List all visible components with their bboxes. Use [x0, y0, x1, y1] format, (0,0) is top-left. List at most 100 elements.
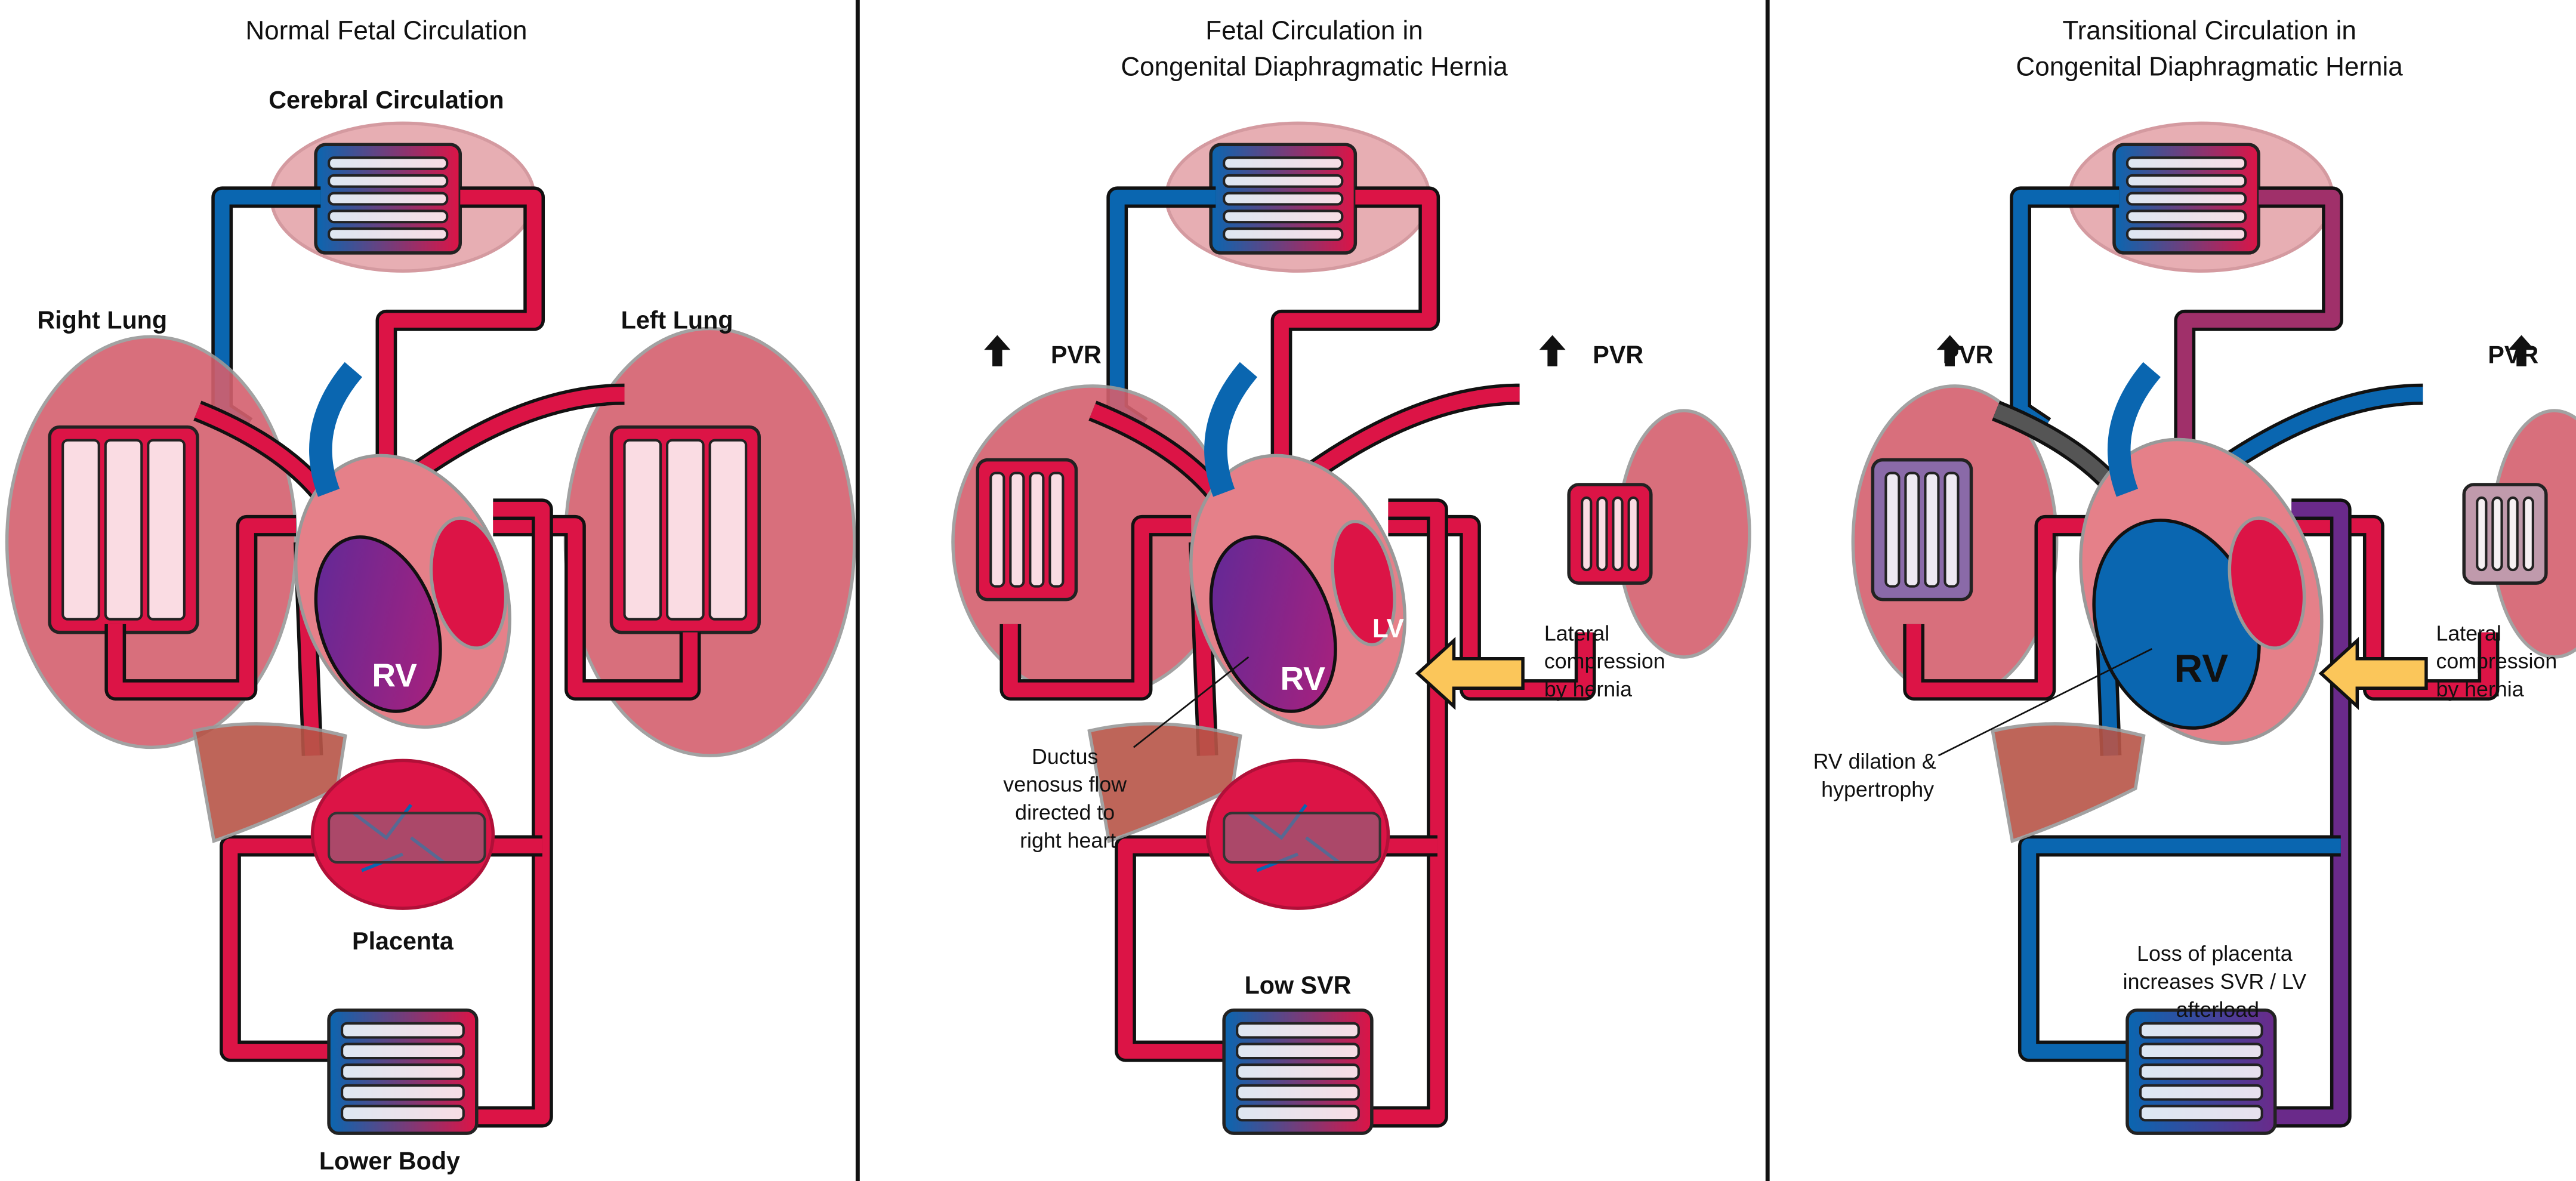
- capillary-loop: [2476, 496, 2488, 572]
- descending-aorta: [468, 501, 550, 1125]
- capillary-loop: [61, 439, 100, 621]
- capillary-loop: [2125, 192, 2247, 206]
- pulmonary-vein-right: [1002, 518, 1192, 698]
- capillary-loop: [1223, 174, 1344, 188]
- capillary-loop: [328, 227, 449, 241]
- capillary-loop: [328, 174, 449, 188]
- right-pulmonary-artery: [195, 403, 326, 498]
- right-ventricle: [314, 535, 442, 713]
- compression-note: Lateral compression by hernia: [2436, 621, 2563, 701]
- left-pulmonary-artery: [406, 387, 625, 483]
- capillary-loop: [1223, 192, 1344, 206]
- capillary-loop: [2491, 496, 2503, 572]
- capillary-loop: [2125, 174, 2247, 188]
- capillary-loop: [1924, 471, 1940, 588]
- placenta-loss-note: Loss of placenta increases SVR / LV afte…: [2123, 942, 2312, 1022]
- right-ventricle: [1209, 535, 1337, 713]
- capillary-loop: [328, 156, 449, 171]
- capillary-loop: [104, 439, 143, 621]
- capillary-loop: [623, 439, 662, 621]
- carotid-vessel: [2177, 189, 2340, 460]
- capillary-loop: [2507, 496, 2519, 572]
- capillary-loop: [328, 192, 449, 206]
- up-arrow-icon: [1539, 335, 1566, 366]
- panel-transitional-cdh: Transitional Circulation in Congenital D…: [1813, 16, 2563, 1022]
- capillary-loop: [1596, 496, 1608, 572]
- diagram-shapes: [5, 121, 2576, 1135]
- panel-title-line1: Transitional Circulation in: [2062, 16, 2356, 45]
- capillary-loop: [147, 439, 186, 621]
- descending-aorta: [2266, 501, 2349, 1125]
- capillary-loop: [1048, 471, 1065, 588]
- capillary-loop: [2522, 496, 2534, 572]
- left-pulmonary-artery: [1301, 387, 1520, 483]
- lower-body-return: [2021, 838, 2341, 1059]
- up-arrow-icon: [1936, 335, 1963, 366]
- svc-entry: [2108, 362, 2161, 497]
- compression-arrow-icon: [2318, 637, 2428, 710]
- low-svr-label: Low SVR: [1245, 972, 1352, 999]
- pulmonary-vein-right: [1906, 518, 2094, 698]
- pvr-left-label: PVR: [1051, 341, 1102, 368]
- lower-body-label: Lower Body: [319, 1148, 460, 1175]
- capillary-loop: [1236, 1043, 1360, 1060]
- left-pulmonary-artery-outline: [1300, 383, 1520, 485]
- capillary-loop: [1943, 471, 1960, 588]
- capillary-loop: [1236, 1022, 1360, 1039]
- right-lung-label: Right Lung: [37, 306, 167, 334]
- capillary-loop: [1236, 1084, 1360, 1101]
- lv-label: LV: [1372, 614, 1405, 643]
- capillary-loop: [2139, 1022, 2263, 1039]
- left-ventricle: [1331, 519, 1396, 647]
- panel-graphics: [5, 121, 856, 1135]
- capillary-loop: [341, 1063, 465, 1080]
- liver: [1087, 722, 1242, 843]
- up-arrow-icon: [984, 335, 1011, 366]
- capillary-loop: [1627, 496, 1639, 572]
- left-ventricle: [2228, 516, 2306, 650]
- capillary-loop: [1581, 496, 1593, 572]
- descending-aorta: [1363, 501, 1445, 1125]
- pvr-right-label: PVR: [2488, 341, 2538, 368]
- capillary-loop: [341, 1022, 465, 1039]
- panel-graphics: [951, 121, 1751, 1135]
- capillary-loop: [1236, 1063, 1360, 1080]
- capillary-loop: [328, 209, 449, 224]
- capillary-loop: [708, 439, 748, 621]
- compression-note: Lateral compression by hernia: [1544, 621, 1671, 701]
- carotid-vessel: [1274, 189, 1437, 460]
- left-pulmonary-artery: [2205, 387, 2423, 483]
- panel-graphics: [1851, 121, 2576, 1135]
- capillary-loop: [989, 471, 1005, 588]
- pvr-left-label: PVR: [1943, 341, 1994, 368]
- panel-fetal-cdh: Fetal Circulation in Congenital Diaphrag…: [1003, 16, 1671, 999]
- capillary-loop: [341, 1084, 465, 1101]
- capillary-loop: [2139, 1105, 2263, 1122]
- capillary-loop: [2125, 227, 2247, 241]
- left-lung-label: Left Lung: [621, 306, 733, 334]
- capillary-loop: [1904, 471, 1920, 588]
- carotid-vessel: [379, 189, 542, 460]
- placenta-exchange-box: [328, 812, 486, 864]
- capillary-loop: [1223, 156, 1344, 171]
- rv-label: RV: [372, 657, 417, 694]
- ductus-leader-line: [1133, 656, 1250, 748]
- capillary-loop: [2139, 1043, 2263, 1060]
- ductus-venosus-note: Ductus venosus flow directed to right he…: [1003, 745, 1133, 852]
- capillary-loop: [1612, 496, 1624, 572]
- capillary-loop: [1884, 471, 1901, 588]
- placenta-label: Placenta: [352, 927, 454, 955]
- capillary-loop: [1029, 471, 1045, 588]
- panel-title-line2: Congenital Diaphragmatic Hernia: [2016, 53, 2403, 82]
- capillary-loop: [341, 1043, 465, 1060]
- pvr-right-label: PVR: [1593, 341, 1643, 368]
- left-ventricle: [429, 516, 508, 650]
- capillary-loop: [1223, 209, 1344, 224]
- rv-dilation-leader-line: [1938, 647, 2152, 757]
- liver: [1991, 722, 2146, 843]
- capillary-loop: [2125, 156, 2247, 171]
- rv-dilation-note: RV dilation & hypertrophy: [1813, 750, 1942, 801]
- cerebral-circulation-label: Cerebral Circulation: [269, 87, 504, 114]
